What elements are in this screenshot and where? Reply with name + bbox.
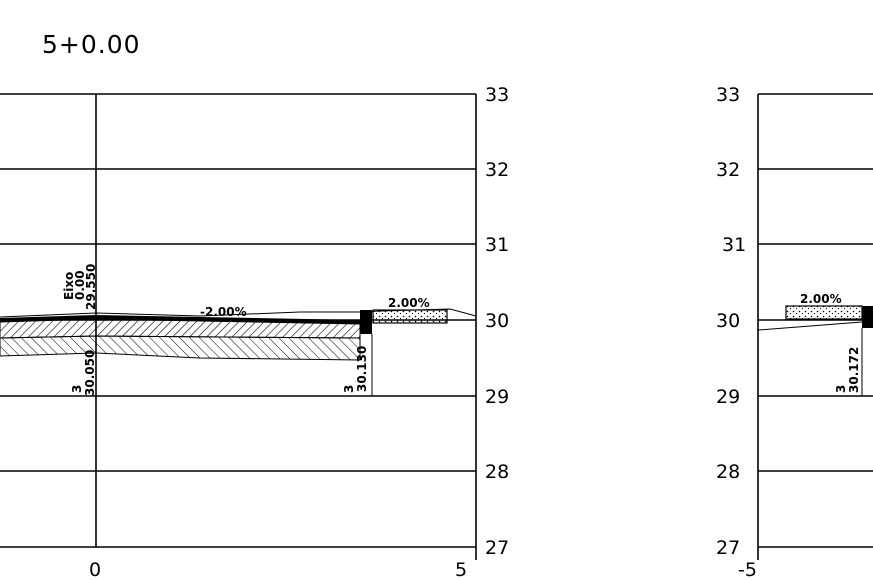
slope-label: 2.00%	[388, 296, 430, 310]
sidewalk-block	[372, 309, 448, 324]
elevation-tick: 29	[485, 386, 509, 408]
terrain-line	[0, 308, 477, 318]
right-panel: 33 32 31 30 29 28 27 -5 2.00% 3 30.172	[716, 84, 873, 580]
offset-tick: 5	[455, 559, 467, 580]
elevation-tick: 33	[485, 84, 509, 106]
pavement-surface-layer	[0, 315, 360, 324]
curb-block	[360, 310, 372, 334]
elevation-tick: 30	[485, 310, 509, 332]
elevation-tick: 31	[485, 234, 509, 256]
section-title: 5+0.00	[42, 30, 141, 59]
terrain-line	[757, 321, 873, 331]
slope-label: 2.00%	[800, 292, 842, 306]
left-panel: 33 32 31 30 29 28 27 0 5 -2.00% 2.00%	[0, 84, 509, 580]
axis-offset-label: 0.00	[73, 270, 87, 300]
point-layer-label: 3	[834, 385, 848, 393]
elevation-tick: 31	[722, 234, 746, 256]
axis-name-label: Eixo	[62, 272, 76, 300]
point-elevation-label: 30.130	[355, 346, 369, 392]
elevation-tick: 28	[485, 461, 509, 483]
elevation-tick: 33	[716, 84, 740, 106]
sidewalk-block	[785, 305, 863, 320]
slope-label: -2.00%	[200, 305, 247, 319]
elevation-tick: 32	[485, 159, 509, 181]
elevation-tick: 32	[716, 159, 740, 181]
curb-block	[862, 306, 873, 328]
subbase-layer-hatched	[0, 335, 361, 361]
elevation-tick: 29	[716, 386, 740, 408]
point-layer-label: 3	[70, 385, 84, 393]
point-layer-label: 3	[342, 385, 356, 393]
point-elevation-label: 30.172	[847, 347, 861, 393]
elevation-tick: 30	[716, 310, 740, 332]
offset-tick: -5	[738, 559, 757, 580]
offset-tick: 0	[89, 559, 101, 580]
point-elevation-label: 30.050	[83, 350, 97, 396]
axis-elevation-label: 29.550	[84, 264, 98, 310]
elevation-tick: 28	[716, 461, 740, 483]
elevation-tick: 27	[485, 537, 509, 559]
elevation-tick: 27	[716, 537, 740, 559]
